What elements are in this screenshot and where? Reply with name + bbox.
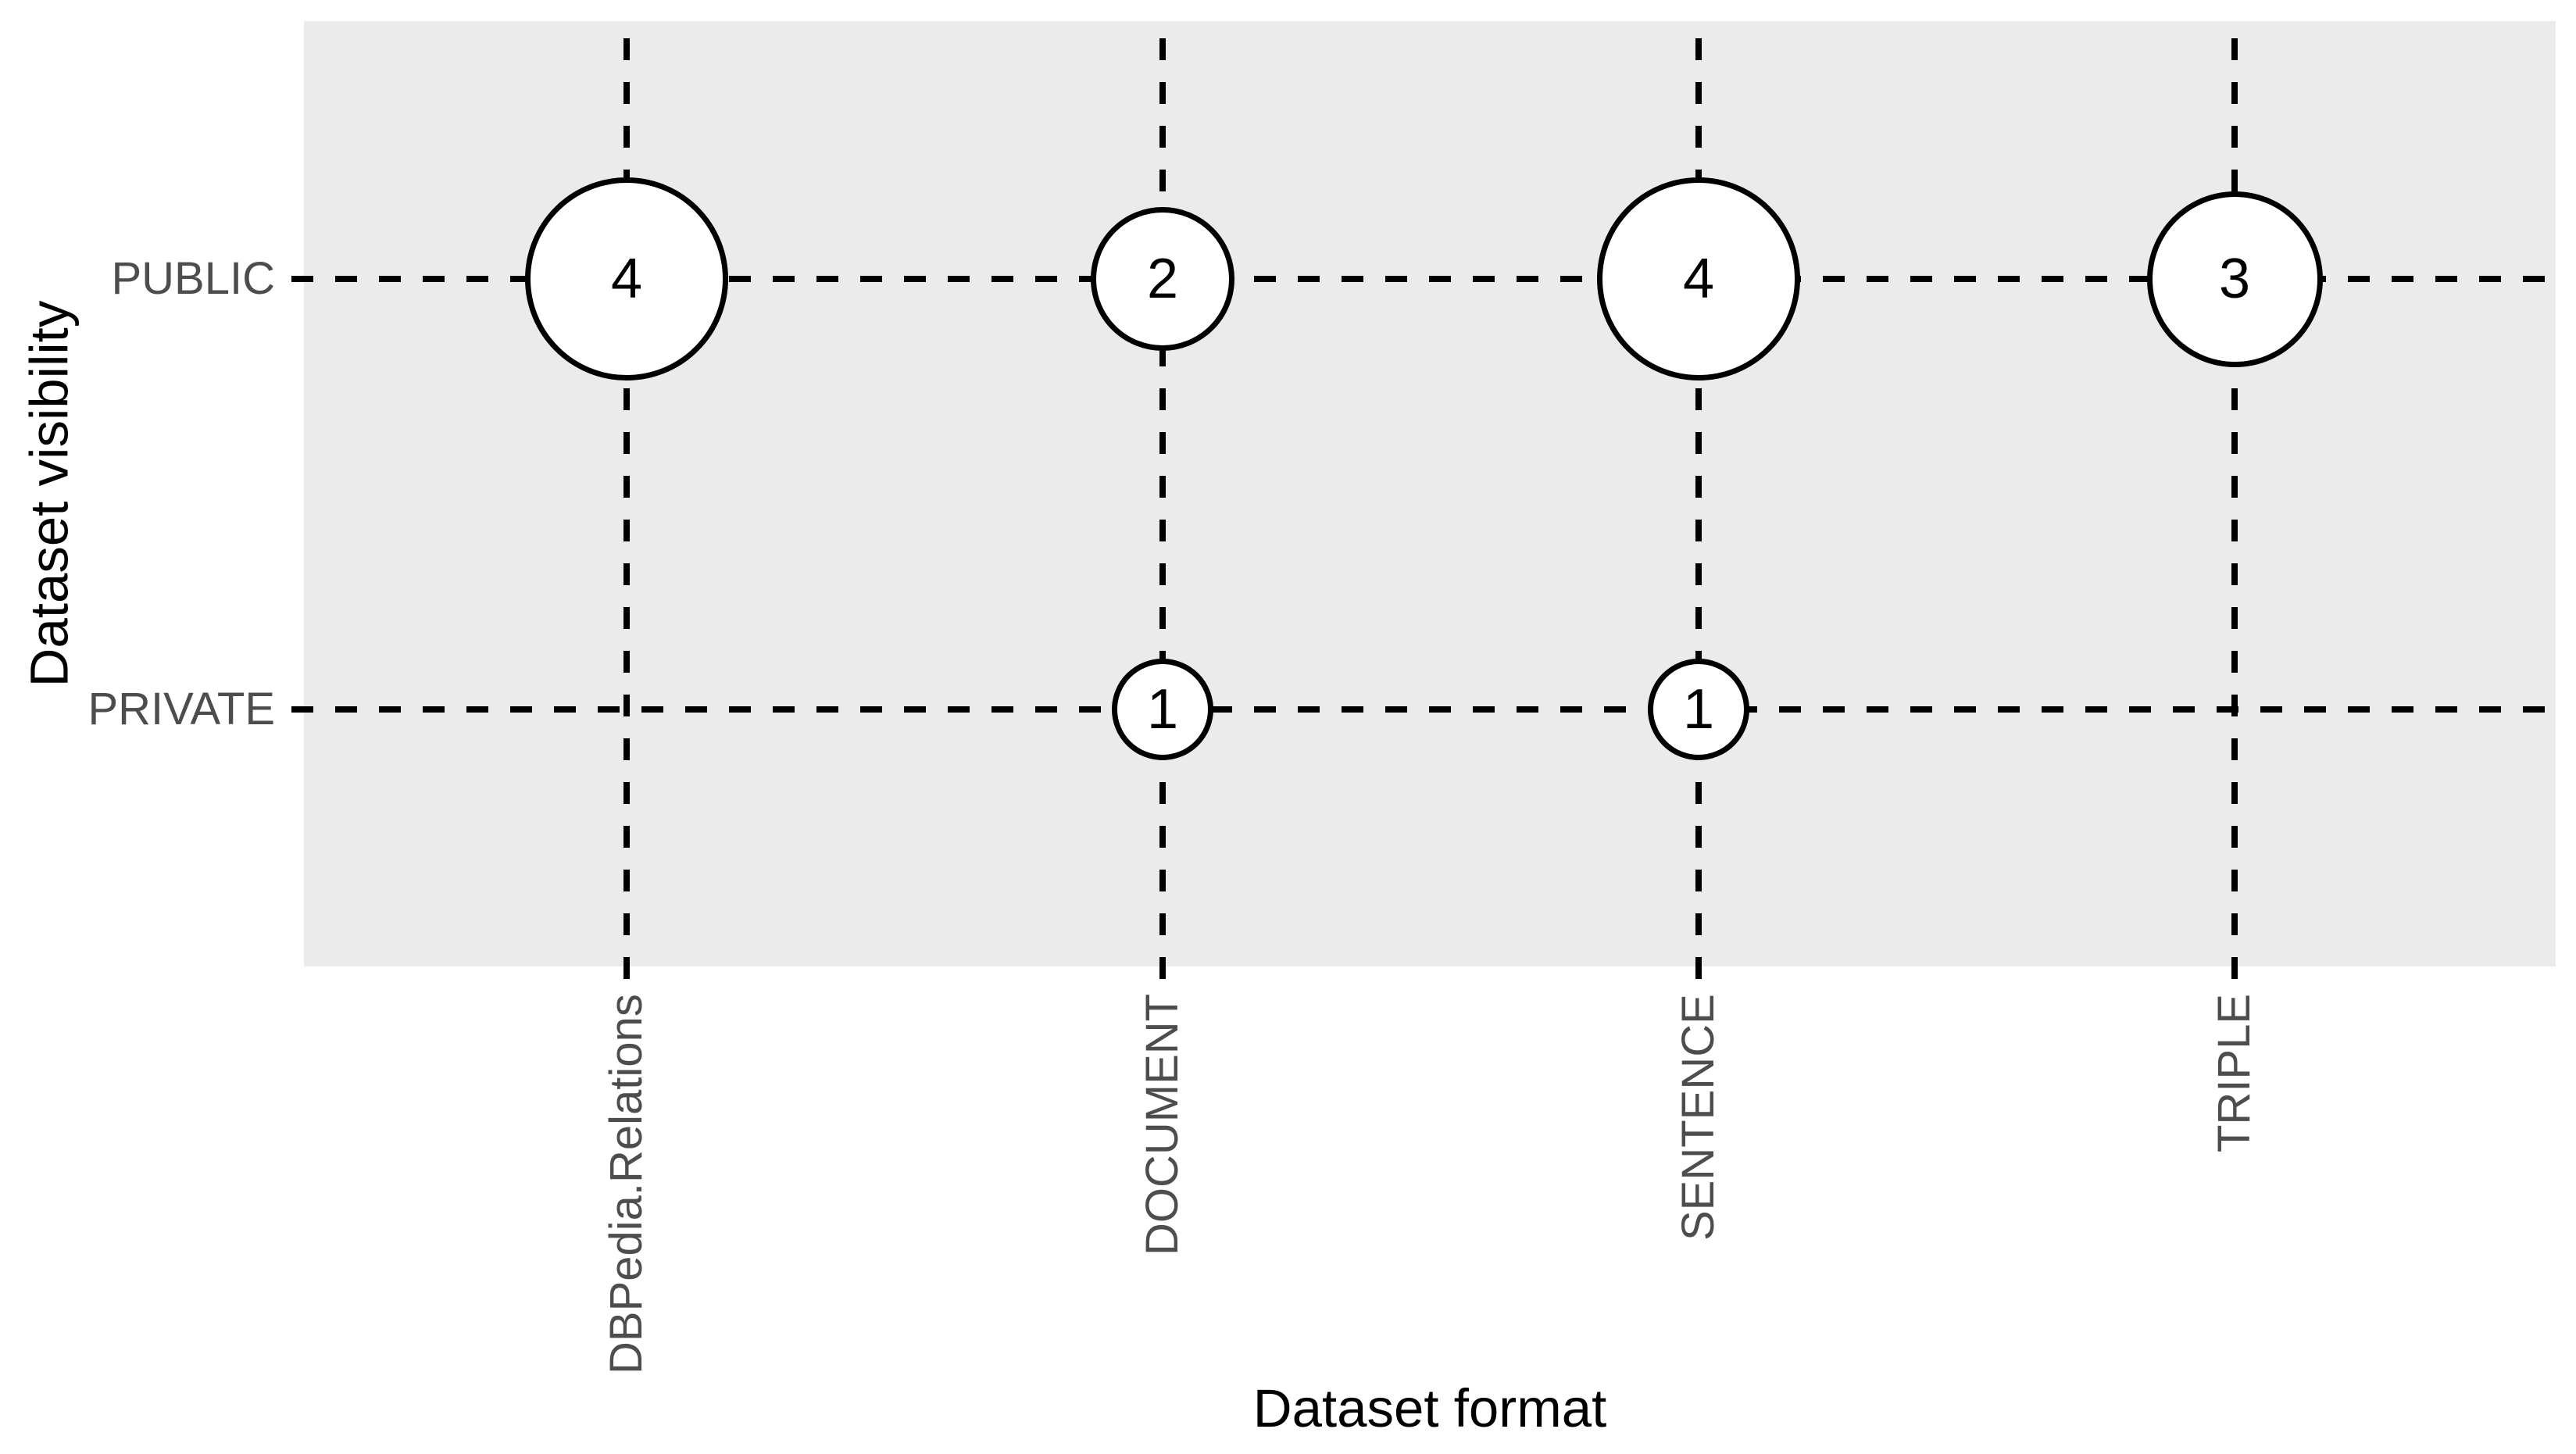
x-gridline-TRIPLE [2231,21,2238,979]
bubble-DOCUMENT-PRIVATE: 1 [1112,659,1213,760]
bubble-count-label: 1 [1146,678,1179,741]
x-tick-label-SENTENCE: SENTENCE [1673,994,1724,1241]
bubble-count-label: 3 [2218,248,2251,310]
bubble-SENTENCE-PUBLIC: 4 [1597,177,1800,380]
bubble-DOCUMENT-PUBLIC: 2 [1091,207,1234,351]
bubble-count-label: 2 [1146,248,1179,310]
bubble-DBPedia.Relations-PUBLIC: 4 [525,177,728,380]
bubble-SENTENCE-PRIVATE: 1 [1648,659,1749,760]
plot-panel [304,21,2556,966]
y-gridline-PRIVATE [291,706,2556,713]
y-tick-label-PUBLIC: PUBLIC [111,253,275,304]
x-gridline-DOCUMENT [1159,21,1166,979]
bubble-count-label: 1 [1682,678,1715,741]
bubble-count-label: 4 [610,248,643,310]
x-gridline-DBPedia.Relations [623,21,630,979]
bubble-count-label: 4 [1682,248,1715,310]
x-tick-label-TRIPLE: TRIPLE [2209,993,2260,1152]
x-tick-label-DOCUMENT: DOCUMENT [1137,993,1188,1256]
y-tick-label-PRIVATE: PRIVATE [88,684,275,734]
y-axis-title: Dataset visibility [19,300,80,688]
bubble-TRIPLE-PUBLIC: 3 [2146,191,2323,367]
y-gridline-PUBLIC [291,276,2556,282]
x-axis-title: Dataset format [1252,1378,1607,1438]
x-tick-label-DBPedia.Relations: DBPedia.Relations [601,994,652,1374]
x-gridline-SENTENCE [1695,21,1702,979]
